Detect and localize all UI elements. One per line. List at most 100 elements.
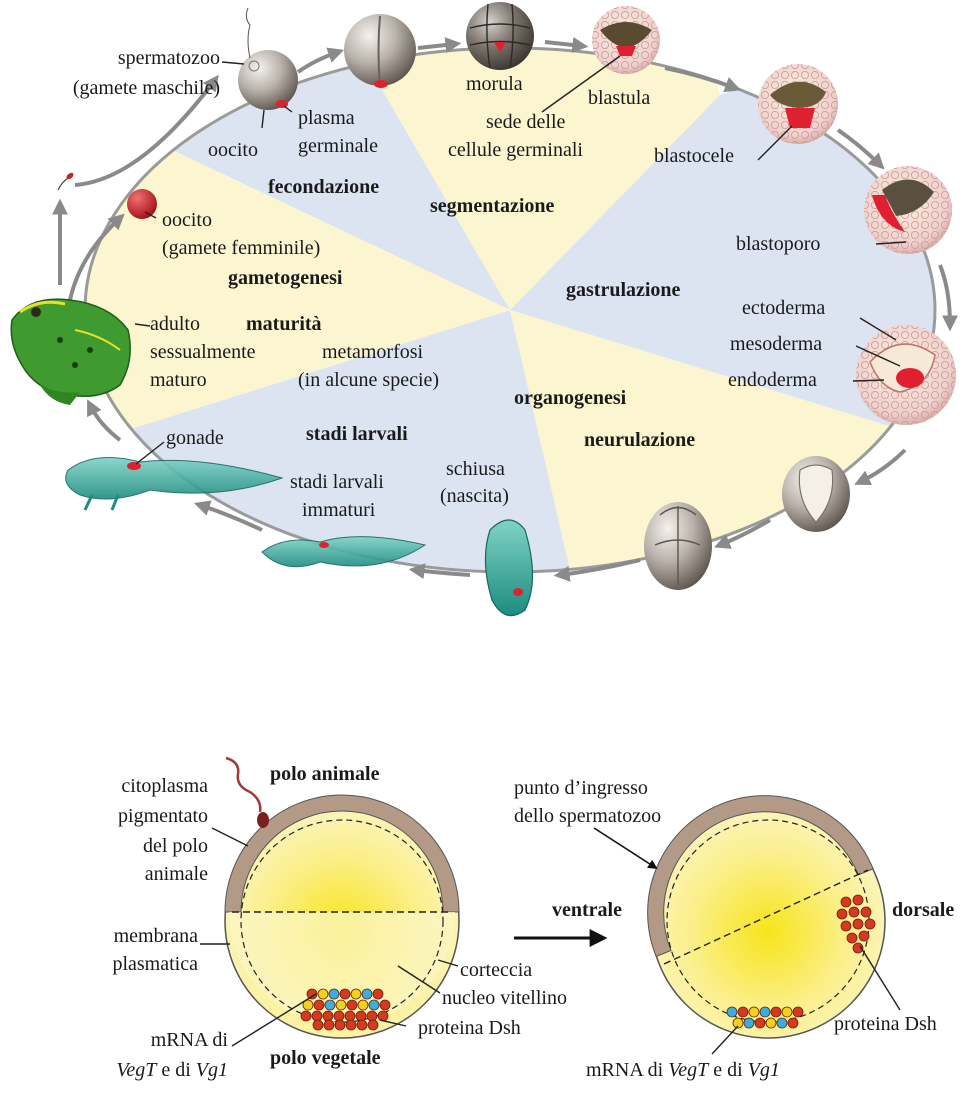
label-nascita: (nascita) [440, 485, 509, 507]
sector-title-segmentazione: segmentazione [430, 195, 555, 217]
label-spermatozoo: spermatozoo [118, 47, 220, 69]
label-morula: morula [466, 73, 523, 95]
label-oocito-femminile: oocito [162, 209, 212, 231]
label-mrna-di-left: mRNA di [151, 1029, 229, 1051]
mrna-dot [335, 999, 347, 1011]
label-proteina-dsh-right: proteina Dsh [834, 1013, 937, 1035]
dsh-dot [356, 1019, 368, 1031]
label-membrana: membrana [114, 925, 199, 947]
adult-frog-illustration [10, 298, 131, 405]
dsh-dot [840, 920, 852, 932]
dsh-dot [355, 1010, 367, 1022]
sector-schiusa [420, 310, 600, 572]
gene-vegt-right: VegT [668, 1059, 710, 1081]
right-egg-diagram [647, 795, 886, 1039]
dsh-dot [836, 908, 848, 920]
mrna-dot [306, 988, 318, 1000]
label-blastoporo: blastoporo [736, 233, 820, 255]
blastocele-illustration [758, 64, 838, 144]
label-gamete-femminile: (gamete femminile) [162, 237, 320, 259]
mrna-dot [328, 988, 340, 1000]
label-polo-animale: polo animale [270, 763, 380, 785]
dsh-dot [377, 1010, 389, 1022]
conj-right: e di [708, 1059, 747, 1081]
label-mrna-genes-right: mRNA di VegT e di Vg1 [586, 1059, 780, 1081]
left-egg-diagram [224, 756, 460, 1039]
sector-title-fecondazione: fecondazione [268, 176, 379, 198]
sector-organogenesi [510, 310, 935, 572]
mrna-dot [781, 1006, 793, 1018]
mrna-dot [317, 988, 329, 1000]
label-pigmentato: pigmentato [118, 805, 208, 827]
mrna-dot [346, 999, 358, 1011]
dsh-dot [840, 896, 852, 908]
mrna-di-right: mRNA di [586, 1059, 668, 1081]
label-citoplasma: citoplasma [121, 775, 208, 797]
label-plasmatica: plasmatica [112, 953, 198, 975]
label-stadi-larvali-immaturi: stadi larvali [290, 471, 384, 493]
gene-vegt-left: VegT [116, 1059, 158, 1081]
dsh-dot [322, 1010, 334, 1022]
dsh-dot [344, 1010, 356, 1022]
label-sede-delle: sede delle [486, 111, 566, 133]
label-dello-spermatozoo: dello spermatozoo [514, 805, 661, 827]
sector-title-gastrulazione: gastrulazione [566, 279, 681, 301]
dsh-dot [323, 1019, 335, 1031]
mrna-dot [737, 1006, 749, 1018]
sector-title-organogenesi: organogenesi [514, 387, 627, 409]
mrna-dot [324, 999, 336, 1011]
blastoporo-illustration [864, 166, 952, 254]
dsh-dot [864, 918, 876, 930]
dsh-dot [852, 918, 864, 930]
gastrula-illustration [856, 325, 956, 425]
dsh-dot [846, 932, 858, 944]
mrna-dot [313, 999, 325, 1011]
label-maturo: maturo [150, 369, 207, 391]
dsh-dot [848, 906, 860, 918]
label-adulto: adulto [150, 313, 200, 335]
dsh-dot [366, 1010, 378, 1022]
label-cellule-germinali: cellule germinali [448, 139, 583, 161]
mrna-dot [765, 1017, 777, 1029]
two-cell-embryo [344, 14, 416, 88]
label-corteccia: corteccia [460, 959, 532, 981]
cycle-arrows [52, 37, 958, 582]
cycle-labels: spermatozoo (gamete maschile) oocito pla… [73, 47, 826, 521]
sector-stadi-larvali [85, 310, 510, 572]
label-mrna-genes-left: VegT e di Vg1 [116, 1059, 228, 1081]
mrna-dot [776, 1017, 788, 1029]
label-gamete-maschile: (gamete maschile) [73, 77, 220, 99]
neurula-illustration [782, 456, 850, 532]
label-blastocele: blastocele [654, 145, 734, 167]
mrna-dot [372, 988, 384, 1000]
label-ectoderma: ectoderma [742, 297, 825, 319]
dsh-dot [345, 1019, 357, 1031]
gene-vg1-right: Vg1 [748, 1059, 780, 1081]
label-blastula: blastula [588, 87, 650, 109]
label-del-polo: del polo [143, 835, 208, 857]
mrna-dot [726, 1006, 738, 1018]
mrna-dot [770, 1006, 782, 1018]
sperm-illustration [57, 172, 74, 191]
sector-maturita [85, 250, 510, 470]
sector-title-stadi-larvali: stadi larvali [306, 423, 408, 445]
label-nucleo-vitellino: nucleo vitellino [442, 987, 567, 1009]
sector-title-maturita: maturità [246, 313, 322, 335]
gene-vg1-left: Vg1 [196, 1059, 228, 1081]
left-egg-molecule-dots [300, 988, 391, 1031]
label-dorsale: dorsale [892, 899, 954, 921]
sector-neurulazione-region [510, 310, 740, 572]
right-egg-molecule-dots [726, 894, 876, 1029]
dsh-dot [367, 1019, 379, 1031]
dsh-dot [300, 1010, 312, 1022]
mrna-dot [792, 1006, 804, 1018]
mrna-dot [732, 1017, 744, 1029]
mrna-dot [357, 999, 369, 1011]
conj-left: e di [156, 1059, 195, 1081]
mrna-dot [368, 999, 380, 1011]
label-germinale: germinale [298, 135, 378, 157]
label-endoderma: endoderma [728, 369, 817, 391]
dsh-dot [852, 894, 864, 906]
label-animale: animale [145, 863, 208, 885]
label-proteina-dsh-left: proteina Dsh [418, 1017, 521, 1039]
